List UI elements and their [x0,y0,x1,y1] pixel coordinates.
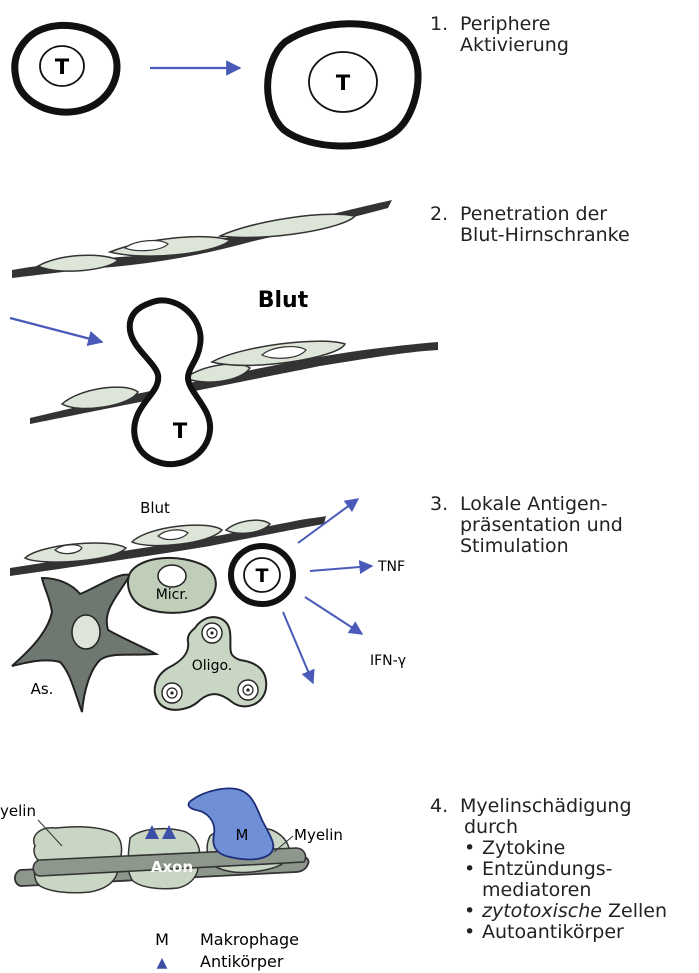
penetration-arrow [10,318,102,342]
bullet-zellen-italic: zytotoxische [482,900,602,922]
axon-label: Axon [151,858,193,876]
step-1-line-2: Aktivierung [460,35,569,56]
bullet-zytokine-text: Zytokine [482,837,565,859]
myelin-label-left: yelin [0,802,36,820]
step-2-number: 2. [430,204,448,225]
small-t-cell: T [15,25,117,112]
legend: M Makrophage ▲ Antikörper [155,930,299,971]
blood-label: Blut [140,499,170,517]
step-3-line-3: Stimulation [460,536,623,557]
step-3-line-2: präsentation und [460,515,623,536]
step-4-line-2: durch [460,817,667,838]
bullet-zytokine: Zytokine [464,838,667,859]
legend-label-antibody: Antikörper [200,952,284,971]
oligodendrocyte-label: Oligo. [192,658,232,674]
legend-symbol-macrophage: M [155,930,169,949]
tnf-arrow [310,566,372,571]
step-3-line-1: Lokale Antigen- [460,494,623,515]
macrophage [189,788,274,859]
microglia [128,558,216,613]
bullet-mediatoren: Entzündungs-mediatoren [464,859,667,901]
activated-t-cell: T [268,24,418,146]
ifn-arrow [305,597,362,634]
bullet-autoantikoerper: Autoantikörper [464,922,667,943]
bullet-autoantikoerper-text: Autoantikörper [482,921,624,943]
step-4-bullet-list: Zytokine Entzündungs-mediatoren zytotoxi… [460,838,667,943]
step-4-line-1: Myelinschädigung [460,796,667,817]
blood-label-bold: Blut [258,288,309,313]
macrophage-label: M [236,826,249,844]
step-3-number: 3. [430,494,448,515]
step-4-number: 4. [430,796,448,817]
t-label-4: T [256,565,269,587]
tnf-label: TNF [377,559,405,575]
myelin-label-right: Myelin [294,826,343,844]
legend-label-macrophage: Makrophage [200,930,299,949]
vessel-wall-upper [12,200,392,278]
step-1-number: 1. [430,14,448,35]
cytokine-arrow-down [283,612,313,683]
bullet-zellen: zytotoxische Zellen [464,901,667,922]
step-2-line-1: Penetration der [460,204,630,225]
vessel-wall-lower [30,341,438,424]
stimulated-t-cell: T [231,546,293,604]
bullet-mediatoren-text: Entzündungs- [482,858,613,880]
step-2-line-2: Blut-Hirnschranke [460,225,630,246]
t-label-3: T [173,419,188,443]
step-1-line-1: Periphere [460,14,569,35]
bullet-mediatoren-cont: mediatoren [482,879,591,901]
legend-symbol-antibody: ▲ [157,955,168,971]
t-label-1: T [55,55,70,79]
astrocyte-label: As. [31,680,54,698]
t-label-2: T [336,71,351,95]
bullet-zellen-text: Zellen [602,900,667,922]
ifn-label: IFN-γ [370,653,406,669]
microglia-label: Micr. [156,587,189,603]
